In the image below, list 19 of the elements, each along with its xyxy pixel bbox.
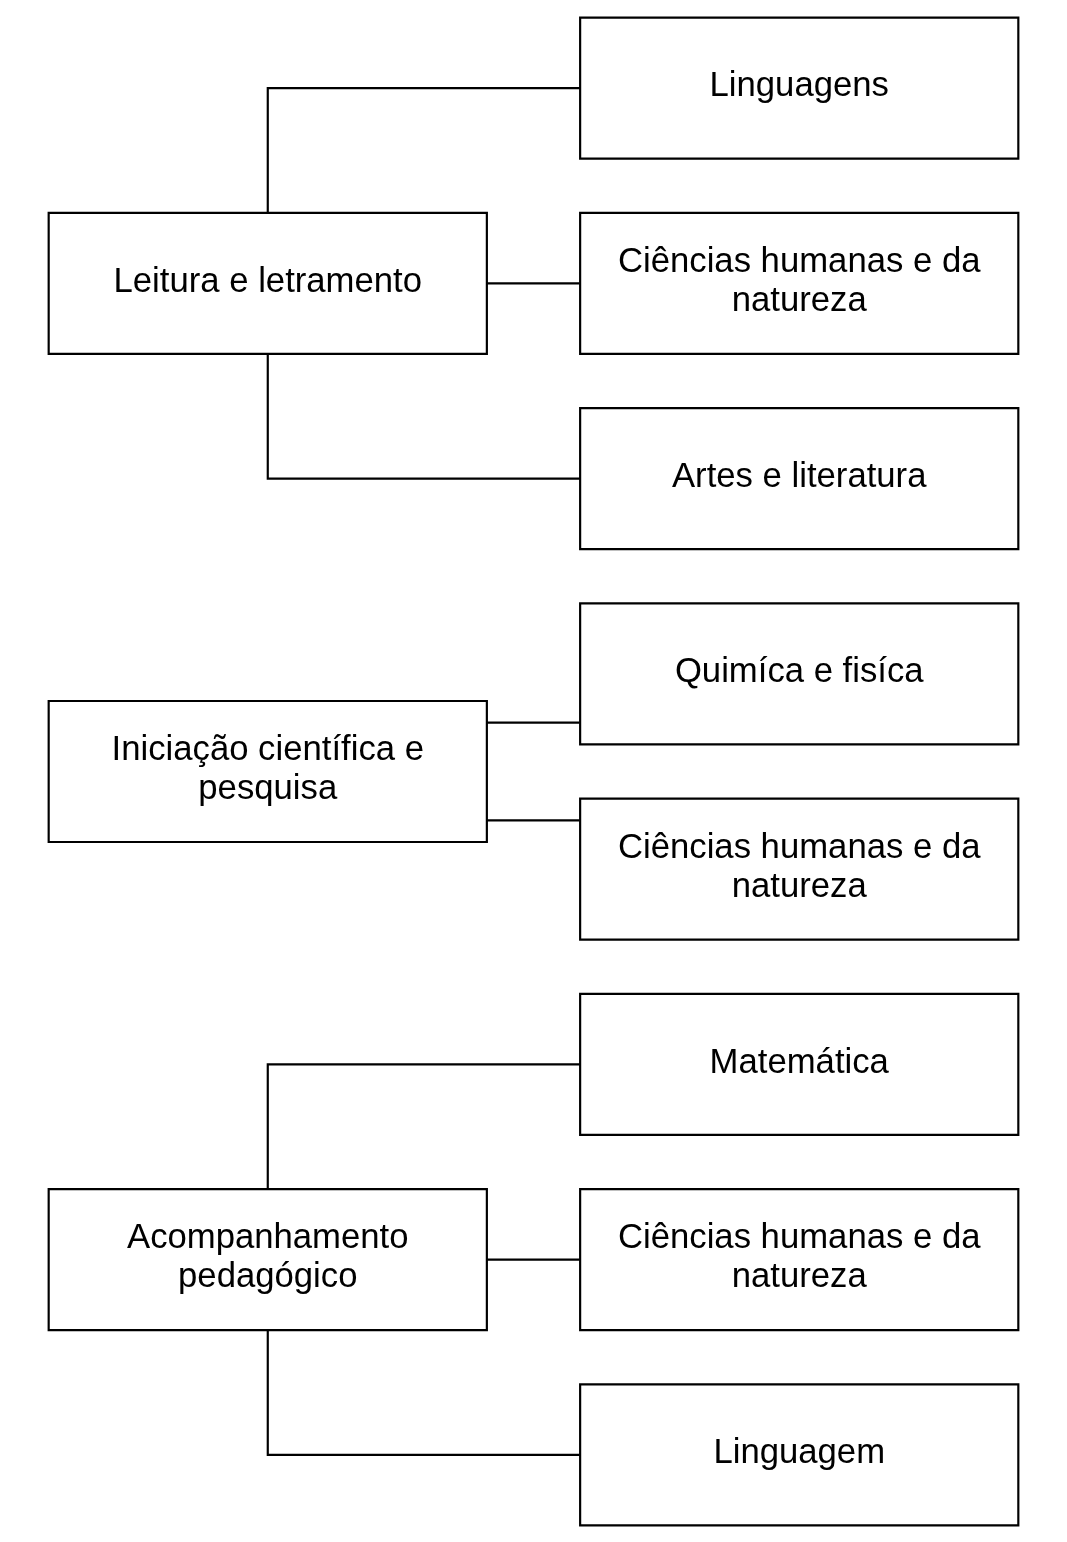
node-box: Quimíca e fisíca [579, 601, 1020, 745]
node-box: Linguagem [579, 1382, 1020, 1526]
node-box: Acompanhamento pedagógico [47, 1187, 488, 1331]
node-box: Linguagens [579, 16, 1020, 160]
node-box: Artes e literatura [579, 406, 1020, 550]
node-box: Ciências humanas e da natureza [579, 211, 1020, 355]
connector [266, 353, 580, 480]
node-box: Ciências humanas e da natureza [579, 1187, 1020, 1331]
connector [487, 818, 580, 821]
connector [266, 1062, 580, 1189]
node-box: Matemática [579, 992, 1020, 1136]
connector [266, 86, 580, 212]
connector [487, 1258, 580, 1261]
node-box: Iniciação científica e pesquisa [47, 699, 488, 843]
connector [266, 1330, 580, 1456]
connector [487, 281, 580, 284]
node-box: Leitura e letramento [47, 211, 488, 355]
node-box: Ciências humanas e da natureza [579, 797, 1020, 941]
connector [487, 721, 580, 724]
